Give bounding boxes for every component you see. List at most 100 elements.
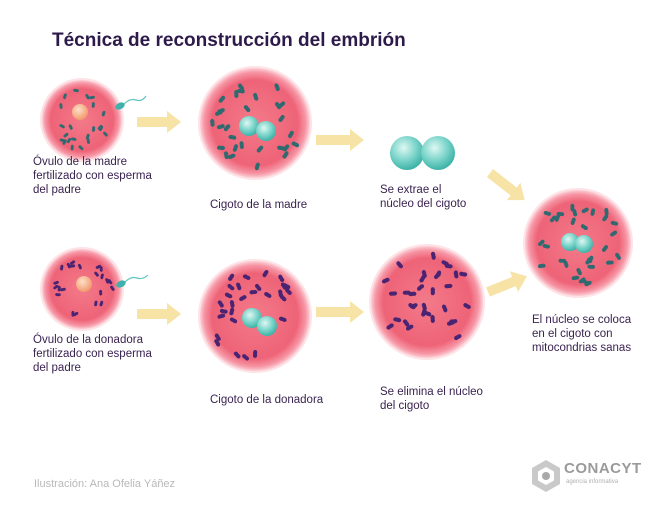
mitochondrion <box>554 214 561 222</box>
mitochondrion <box>543 210 552 216</box>
sperm-icon <box>115 95 147 110</box>
mitochondrion <box>95 264 102 269</box>
mitochondrion <box>453 270 459 279</box>
mitochondrion <box>571 275 580 281</box>
arrow-icon <box>137 111 181 133</box>
mitochondrion <box>214 339 221 347</box>
nucleus <box>239 116 259 136</box>
mitochondrion <box>253 92 259 101</box>
mitochondrion <box>570 203 575 212</box>
mitochondrion <box>587 264 596 269</box>
mitochondrion <box>55 293 61 297</box>
arrow-icon <box>316 129 364 151</box>
mitochondrion <box>232 144 239 152</box>
mitochondrion <box>282 151 289 159</box>
mitochondrion <box>419 275 426 283</box>
mitochondrion <box>216 124 225 130</box>
label-donor-egg: Óvulo de la donadora fertilizado con esp… <box>33 334 152 374</box>
mitochondrion <box>66 137 72 144</box>
mitochondrion <box>441 260 449 267</box>
label-nucleus-extracted: Se extrae el núcleo del cigoto <box>380 184 467 210</box>
mitochondrion <box>262 269 269 278</box>
mitochondrion <box>224 292 233 299</box>
mitochondrion <box>68 124 73 130</box>
mitochondrion <box>227 153 236 159</box>
mitochondrion <box>572 208 578 217</box>
mitochondrion <box>103 131 108 137</box>
mitochondrion <box>237 83 245 91</box>
mitochondrion <box>278 274 285 282</box>
mitochondrion <box>463 302 471 309</box>
mitochondrion <box>85 133 90 140</box>
mitochondrion <box>430 251 436 260</box>
mitochondrion <box>421 302 427 311</box>
mitochondrion <box>278 114 285 123</box>
mitochondrion <box>287 130 294 139</box>
mitochondrion <box>239 295 247 302</box>
mitochondrion <box>402 319 410 327</box>
mitochondrion <box>62 139 67 145</box>
mitochondrion <box>78 145 84 151</box>
mitochondrion <box>77 263 82 270</box>
mitochondrion <box>421 308 427 317</box>
mitochondrion <box>537 263 546 269</box>
mitochondrion <box>405 324 414 331</box>
mitochondrion <box>227 283 235 291</box>
mitochondrion <box>576 268 582 276</box>
donor-egg <box>40 247 124 331</box>
mitochondrion <box>228 273 235 281</box>
mother-zygote <box>198 66 312 180</box>
mitochondrion <box>604 207 609 216</box>
mitochondrion <box>610 230 618 237</box>
mitochondrion <box>602 214 609 222</box>
enucleated-zygote <box>369 244 485 360</box>
mitochondrion <box>99 266 103 272</box>
mitochondrion <box>59 124 65 129</box>
mitochondrion <box>99 300 104 307</box>
mitochondrion <box>59 103 63 109</box>
mitochondrion <box>278 316 287 322</box>
mitochondrion <box>570 217 576 226</box>
mitochondrion <box>446 320 455 326</box>
mitochondrion <box>223 151 229 160</box>
mitochondrion <box>210 118 215 127</box>
mitochondrion <box>71 310 75 317</box>
mitochondrion <box>381 277 390 284</box>
mitochondrion <box>430 287 435 296</box>
mother-egg <box>40 78 124 162</box>
mitochondrion <box>217 145 225 150</box>
conacyt-logo-icon <box>532 460 560 492</box>
mitochondrion <box>434 272 441 280</box>
nucleus <box>257 316 277 336</box>
mitochondrion <box>254 283 262 291</box>
mitochondrion <box>98 125 104 132</box>
mitochondrion <box>590 208 596 216</box>
extracted-nuclei <box>390 136 455 170</box>
mitochondrion <box>549 215 557 223</box>
mitochondrion <box>223 124 231 132</box>
mitochondrion <box>94 271 99 277</box>
mitochondrion <box>217 313 226 319</box>
mitochondrion <box>91 102 95 108</box>
arrow-icon <box>486 169 525 201</box>
arrow-icon <box>486 271 527 297</box>
mitochondrion <box>243 105 251 113</box>
mitochondrion <box>69 260 76 265</box>
mitochondrion <box>264 291 272 299</box>
label-nucleus-removed: Se elimina el núcleo del cigoto <box>380 386 483 412</box>
mitochondrion <box>229 317 238 324</box>
mitochondrion <box>249 289 258 295</box>
mitochondrion <box>218 95 226 103</box>
mitochondrion <box>430 314 435 323</box>
nucleus <box>256 121 276 141</box>
illustration-credit: Ilustración: Ana Ofelia Yáñez <box>34 478 176 490</box>
mitochondrion <box>537 239 545 246</box>
mitochondrion <box>234 90 239 98</box>
mitochondrion <box>229 299 235 308</box>
nucleus <box>575 235 593 253</box>
mitochondrion <box>556 211 565 217</box>
mitochondrion <box>107 279 113 285</box>
mitochondrion <box>393 317 402 323</box>
mitochondrion <box>280 282 287 290</box>
